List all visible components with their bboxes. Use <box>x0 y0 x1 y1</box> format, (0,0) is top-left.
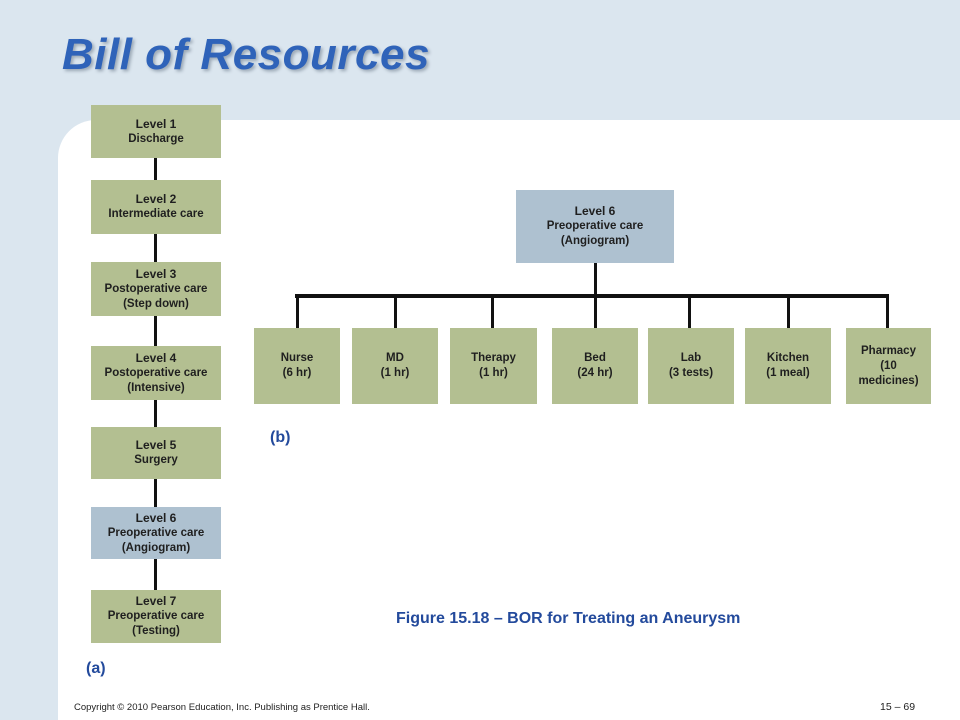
level-box-6: Level 6 Preoperative care (Angiogram) <box>91 507 221 559</box>
level-text: Preoperative care <box>107 526 205 539</box>
resource-text: (3 tests) <box>668 367 714 379</box>
resource-text: Nurse <box>280 352 314 364</box>
connector-a-2 <box>154 234 157 262</box>
connector-a-4 <box>154 400 157 427</box>
resource-text: (24 hr) <box>577 367 613 379</box>
level-heading: Level 3 <box>135 266 177 281</box>
level-box-5: Level 5 Surgery <box>91 427 221 479</box>
level-box-1: Level 1 Discharge <box>91 105 221 158</box>
resource-box-bed: Bed (24 hr) <box>552 328 638 404</box>
diagram-a-label: (a) <box>86 660 106 677</box>
child-connector-4 <box>594 296 597 328</box>
level-box-2: Level 2 Intermediate care <box>91 180 221 234</box>
connector-a-5 <box>154 479 157 507</box>
figure-caption: Figure 15.18 – BOR for Treating an Aneur… <box>396 610 741 627</box>
child-connector-3 <box>491 296 494 328</box>
copyright-text: Copyright © 2010 Pearson Education, Inc.… <box>74 702 370 713</box>
level-text: (Step down) <box>123 297 189 310</box>
resource-text: Pharmacy <box>861 344 916 357</box>
resource-box-pharmacy: Pharmacy (10 medicines) <box>846 328 931 404</box>
level-text: Postoperative care <box>104 366 208 379</box>
level-text: Surgery <box>134 454 178 466</box>
connector-a-6 <box>154 559 157 590</box>
resource-text: (1 hr) <box>380 367 410 379</box>
level-box-7: Level 7 Preoperative care (Testing) <box>91 590 221 643</box>
page-number: 15 – 69 <box>880 701 916 713</box>
level-text: (Angiogram) <box>121 541 191 554</box>
level-heading: Level 4 <box>135 350 177 365</box>
connector-a-3 <box>154 316 157 346</box>
resource-text: Kitchen <box>766 352 810 364</box>
child-connector-6 <box>787 296 790 328</box>
level-heading: Level 5 <box>135 438 177 452</box>
root-box: Level 6 Preoperative care (Angiogram) <box>516 190 674 263</box>
resource-box-md: MD (1 hr) <box>352 328 438 404</box>
resource-text: (1 meal) <box>766 367 810 379</box>
diagram-b-label: (b) <box>270 429 291 446</box>
root-text: (Angiogram) <box>560 235 630 247</box>
root-connector <box>594 263 597 296</box>
resource-text: medicines) <box>858 374 919 387</box>
resource-text: (6 hr) <box>282 367 312 379</box>
child-connector-1 <box>296 296 299 328</box>
connector-a-1 <box>154 158 157 180</box>
resource-text: Therapy <box>471 352 516 364</box>
level-text: Intermediate care <box>108 208 204 220</box>
level-heading: Level 1 <box>135 116 177 131</box>
level-text: Postoperative care <box>104 282 208 295</box>
child-connector-7 <box>886 296 889 328</box>
resource-box-kitchen: Kitchen (1 meal) <box>745 328 831 404</box>
branch-bar <box>295 294 889 298</box>
resource-text: MD <box>386 352 404 364</box>
child-connector-5 <box>688 296 691 328</box>
level-heading: Level 6 <box>135 510 177 525</box>
level-box-4: Level 4 Postoperative care (Intensive) <box>91 346 221 400</box>
level-heading: Level 7 <box>135 594 177 608</box>
resource-box-therapy: Therapy (1 hr) <box>450 328 537 404</box>
resource-text: Bed <box>584 352 606 364</box>
resource-text: Lab <box>680 352 702 364</box>
root-text: Preoperative care <box>546 220 644 232</box>
level-heading: Level 2 <box>135 192 177 206</box>
level-text: Preoperative care <box>107 610 205 622</box>
level-text: Discharge <box>128 132 184 145</box>
resource-box-nurse: Nurse (6 hr) <box>254 328 340 404</box>
slide-title: Bill of Resources <box>62 30 430 79</box>
resource-box-lab: Lab (3 tests) <box>648 328 734 404</box>
level-text: (Testing) <box>132 625 180 637</box>
root-heading: Level 6 <box>574 204 616 218</box>
resource-text: (10 <box>880 359 897 372</box>
level-box-3: Level 3 Postoperative care (Step down) <box>91 262 221 316</box>
level-text: (Intensive) <box>127 381 185 394</box>
resource-text: (1 hr) <box>479 367 508 379</box>
child-connector-2 <box>394 296 397 328</box>
